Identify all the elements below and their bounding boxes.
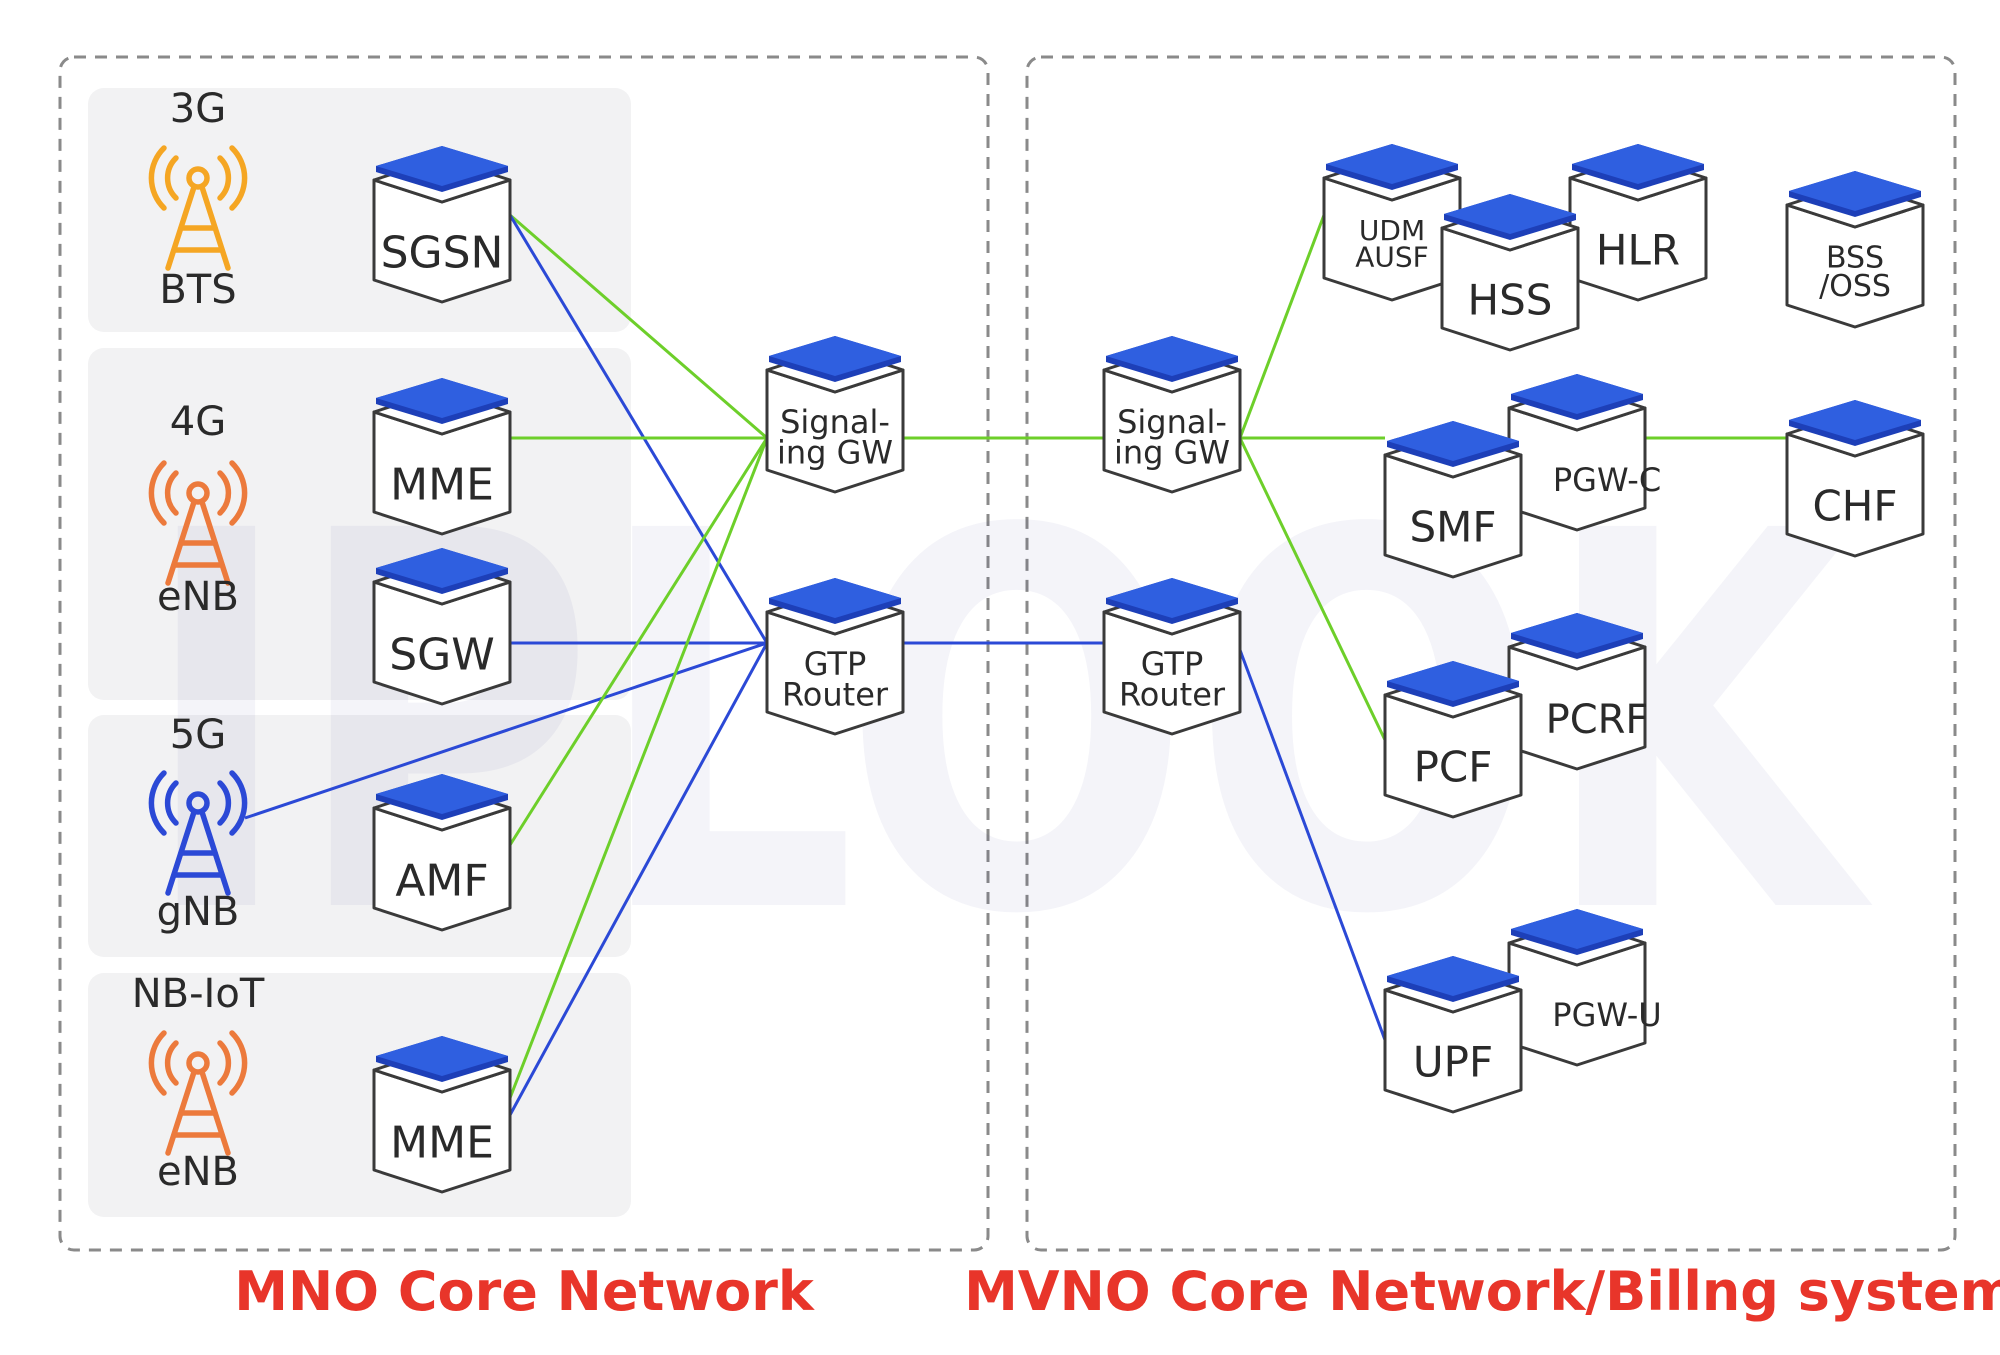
node-chf: CHF	[1785, 400, 1925, 558]
link-amf-to-sig_gw_mno	[508, 437, 769, 846]
tower-name-label: eNB	[157, 1149, 239, 1195]
node-label: Router	[1119, 676, 1226, 714]
mvno-section-title: MVNO Core Network/Billng system	[964, 1260, 2000, 1323]
antenna-tower-icon	[148, 1030, 248, 1156]
node-label: HLR	[1596, 226, 1680, 275]
tower-generation-label: NB-IoT	[132, 971, 265, 1017]
node-label: MME	[390, 1117, 494, 1168]
node-label: PCF	[1414, 743, 1493, 792]
tower-name-label: gNB	[157, 889, 240, 935]
link-sig_gw_mvno-to-udm	[1238, 214, 1326, 439]
mno-section-box	[58, 55, 990, 1252]
node-sig_gw_mno: Signal-ing GW	[765, 336, 905, 494]
node-label: MME	[390, 459, 494, 510]
node-bss: BSS/OSS	[1785, 171, 1925, 329]
node-sgw: SGW	[372, 548, 512, 706]
antenna-tower-icon	[148, 460, 248, 586]
node-pgwc: PGW-C	[1507, 374, 1661, 532]
node-label: UDM	[1359, 214, 1425, 247]
link-gtp_mvno-to-upf	[1238, 649, 1387, 1041]
node-mme4g: MME	[372, 378, 512, 536]
node-sgsn: SGSN	[372, 146, 512, 304]
node-amf: AMF	[372, 774, 512, 932]
link-sgsn-to-gtp_mno	[508, 214, 769, 644]
node-label: Signal-	[780, 403, 890, 441]
tower-generation-label: 3G	[170, 86, 226, 132]
node-sig_gw_mvno: Signal-ing GW	[1102, 336, 1242, 494]
node-label: SGW	[389, 629, 495, 680]
tower-generation-label: 4G	[170, 399, 226, 445]
node-label: HSS	[1468, 276, 1553, 325]
tower-3g: 3G BTS	[148, 86, 248, 313]
node-label: GTP	[1141, 645, 1204, 683]
node-label: SGSN	[381, 227, 504, 278]
tower-nbiot: NB-IoT eNB	[132, 971, 265, 1195]
node-pgwu: PGW-U	[1507, 909, 1662, 1067]
tower-4g: 4G eNB	[148, 399, 248, 620]
radio-towers: 3G BTS 4G eNB 5G gNB NB-IoT eNB	[132, 86, 265, 1195]
link-mme_nbiot-to-gtp_mno	[508, 642, 769, 1116]
antenna-tower-icon	[148, 770, 248, 896]
node-label: PCRF	[1546, 697, 1649, 743]
node-label: ing GW	[1114, 434, 1230, 472]
node-label: PGW-U	[1552, 996, 1661, 1034]
node-pcf: PCF	[1383, 661, 1523, 819]
node-label: CHF	[1812, 482, 1897, 531]
tower-5g: 5G gNB	[148, 712, 248, 935]
link-gnb-to-gtp_mno	[244, 641, 768, 820]
link-sig_gw_mvno-to-pcf	[1238, 437, 1387, 741]
node-hss: HSS	[1440, 194, 1580, 352]
node-label: AUSF	[1355, 240, 1429, 273]
node-label: Signal-	[1117, 403, 1227, 441]
link-sgsn-to-sig_gw_mno	[509, 213, 768, 440]
node-label: UPF	[1413, 1038, 1493, 1087]
node-label: PGW-C	[1553, 461, 1661, 499]
mno-section-title: MNO Core Network	[234, 1260, 815, 1323]
link-mme_nbiot-to-sig_gw_mno	[508, 437, 769, 1099]
connection-lines	[244, 213, 1787, 1116]
node-label: GTP	[804, 645, 867, 683]
node-pcrf: PCRF	[1507, 613, 1649, 771]
node-mme_nbiot: MME	[372, 1036, 512, 1194]
node-label: /OSS	[1819, 269, 1891, 304]
node-upf: UPF	[1383, 956, 1523, 1114]
node-label: ing GW	[777, 434, 893, 472]
tower-name-label: BTS	[159, 267, 236, 313]
node-label: SMF	[1409, 503, 1496, 552]
node-hlr: HLR	[1568, 144, 1708, 302]
node-smf: SMF	[1383, 421, 1523, 579]
tower-name-label: eNB	[157, 574, 239, 620]
antenna-tower-icon	[148, 145, 248, 271]
tower-generation-label: 5G	[170, 712, 226, 758]
mvno-section-box	[1025, 55, 1957, 1252]
node-label: BSS	[1826, 241, 1884, 276]
node-label: AMF	[395, 855, 488, 906]
node-label: Router	[782, 676, 889, 714]
